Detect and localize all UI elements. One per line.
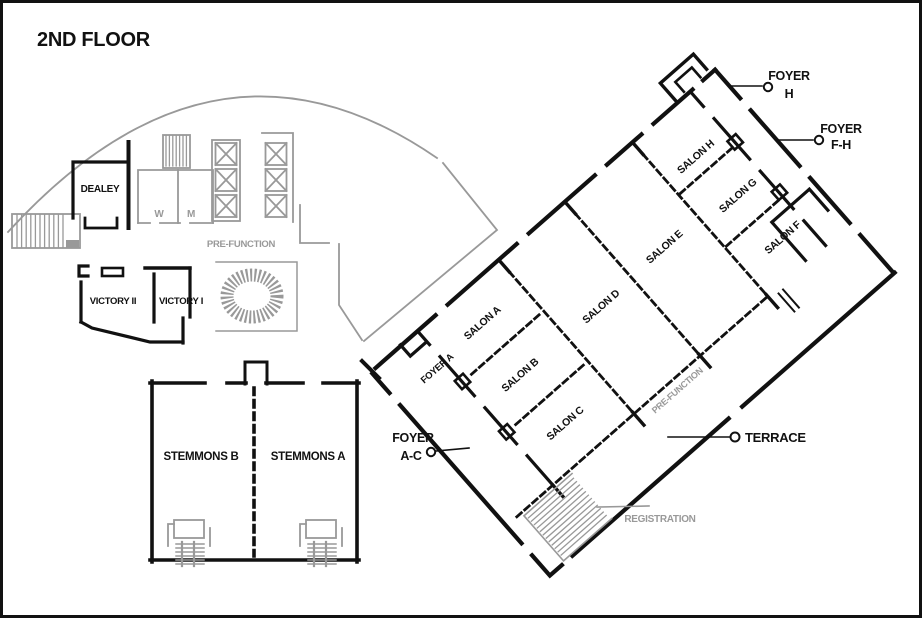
callout-marker <box>729 431 741 443</box>
callout-foyer-fh: FOYER F-H <box>777 122 862 152</box>
callout-foyer-ac: FOYER A-C <box>392 431 470 463</box>
stairs-icon <box>11 213 81 249</box>
foyer-fh-label: F-H <box>831 138 851 152</box>
corridor-wall <box>362 161 499 343</box>
left-wing-prefunction: W M PRE-FUNCTION <box>6 95 499 343</box>
dealey-room: DEALEY <box>71 140 131 230</box>
pillars <box>452 132 790 442</box>
stage-stairs-icon <box>299 519 343 568</box>
terrace-label: TERRACE <box>745 430 806 445</box>
elevator-icon <box>261 132 294 223</box>
victory-2-label: VICTORY II <box>90 296 136 307</box>
corridor-wall <box>338 243 364 342</box>
prefunction-label: PRE-FUNCTION <box>207 239 276 250</box>
foyer-ac-label: FOYER <box>392 431 434 445</box>
elevator-icon <box>211 139 241 222</box>
callout-marker <box>762 81 774 93</box>
stemmons-b-label: STEMMONS B <box>164 451 239 463</box>
mens-room-label: M <box>187 209 195 220</box>
restrooms: W M <box>137 169 214 224</box>
callout-registration: REGISTRATION <box>596 505 696 525</box>
womens-room-label: W <box>154 209 164 220</box>
registration-desk-icon <box>522 472 613 563</box>
salon-partitions <box>469 143 784 519</box>
victory-rooms: VICTORY II VICTORY I <box>77 264 203 345</box>
spiral-stair-icon <box>215 261 298 332</box>
service-room-walls <box>769 186 831 263</box>
page-title: 2ND FLOOR <box>37 29 151 51</box>
callout-marker <box>813 134 825 146</box>
callout-terrace: TERRACE <box>667 430 807 445</box>
dealey-label: DEALEY <box>81 184 120 195</box>
foyer-fh-label: FOYER <box>820 122 862 136</box>
stairs-icon <box>162 134 191 169</box>
foyer-ac-label: A-C <box>400 449 422 463</box>
prefunction-arc <box>6 95 439 234</box>
victory-1-label: VICTORY I <box>159 296 203 307</box>
stemmons-a-label: STEMMONS A <box>271 451 346 463</box>
foyer-h-label: FOYER <box>768 69 810 83</box>
corridor-wall <box>299 204 330 244</box>
foyer-h-label: H <box>785 87 794 101</box>
terrace-steps <box>777 288 801 313</box>
registration-label: REGISTRATION <box>624 514 695 525</box>
foyer-h-vestibule <box>657 51 710 105</box>
stage-stairs-icon <box>167 519 211 568</box>
foyer-h-vestibule-inner <box>673 65 703 94</box>
partition-stubs <box>496 139 781 499</box>
ballroom-outer-walls <box>369 66 898 579</box>
callout-marker <box>425 446 437 458</box>
stemmons-rooms: STEMMONS B STEMMONS A <box>148 360 361 568</box>
callout-foyer-h: FOYER H <box>728 69 810 101</box>
